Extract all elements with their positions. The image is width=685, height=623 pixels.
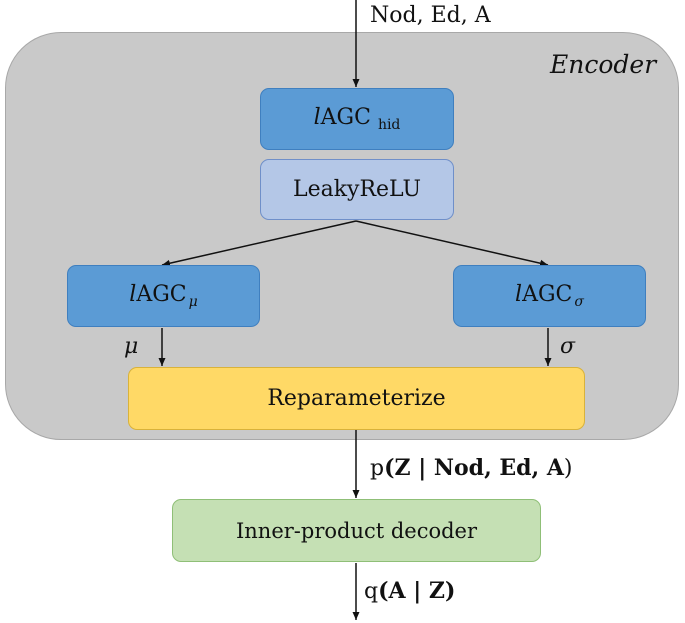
output-label: q(A | Z) [364, 578, 456, 604]
encoder-title: Encoder [550, 50, 657, 79]
mu-label: μ [124, 334, 139, 359]
sigma-label: σ [560, 334, 576, 359]
decoder-block: Inner-product decoder [172, 499, 541, 562]
reparameterize-label: Reparameterize [267, 386, 446, 411]
branch-arrow-mu [161, 220, 357, 267]
branch-arrow-sigma [355, 220, 549, 267]
posterior-label: p(Z | Nod, Ed, A) [370, 455, 573, 481]
leakyrelu-layer: LeakyReLU [260, 159, 454, 220]
input-label: Nod, Ed, A [370, 3, 491, 28]
reparameterize-block: Reparameterize [128, 367, 585, 430]
leakyrelu-label: LeakyReLU [292, 177, 422, 202]
decoder-label: Inner-product decoder [235, 518, 478, 543]
